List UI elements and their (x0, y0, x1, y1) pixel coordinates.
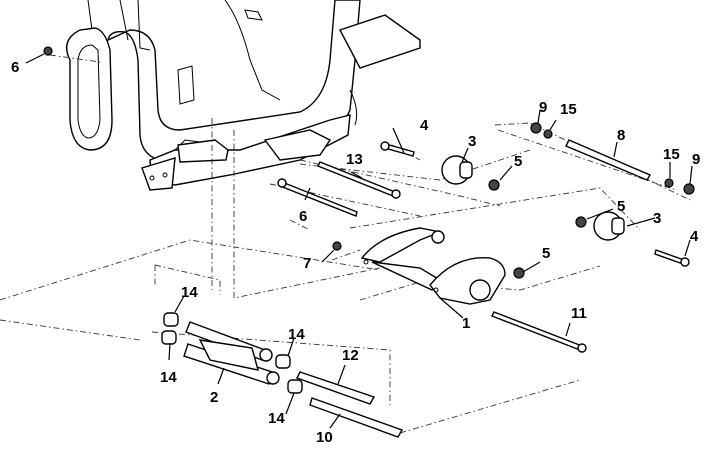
callout-6: 6 (299, 208, 307, 225)
bushing-3-lower (593, 211, 625, 241)
nut-5-lower (513, 267, 525, 279)
callout-5: 5 (542, 245, 550, 262)
callout-8: 8 (617, 127, 625, 144)
bolt-6 (277, 178, 358, 217)
axle-support-2 (183, 321, 280, 385)
nut-9-right (683, 183, 695, 195)
callout-14: 14 (288, 326, 305, 343)
callout-4: 4 (420, 117, 429, 134)
washer-15-left (543, 129, 553, 139)
callout-14: 14 (160, 369, 177, 386)
callout-1: 1 (462, 315, 470, 332)
bolt-4-upper (380, 141, 415, 157)
callout-10: 10 (316, 429, 333, 446)
callout-3: 3 (468, 133, 476, 150)
pin-12 (296, 371, 376, 405)
leader-lines (25, 53, 693, 429)
callout-7: 6 (11, 59, 19, 76)
callout-5: 5 (514, 153, 522, 170)
parts (43, 46, 695, 438)
callout-15: 15 (663, 146, 680, 163)
pivot-bracket-1 (360, 227, 506, 305)
shaft-8 (565, 139, 652, 181)
callout-7: 7 (303, 255, 311, 272)
callout-14: 14 (181, 284, 198, 301)
callout-4: 4 (690, 228, 699, 245)
bolt-11 (491, 311, 587, 353)
callout-2: 2 (210, 389, 218, 406)
nut-9-left (530, 122, 542, 134)
callout-14: 14 (268, 410, 285, 427)
callouts: 6 4 13 3 5 6 9 15 8 15 9 5 3 4 7 5 1 11 … (11, 59, 700, 446)
callout-9: 9 (692, 151, 700, 168)
bushing-14-b (161, 330, 177, 345)
callout-9: 9 (539, 99, 547, 116)
bushing-3-upper (441, 155, 473, 185)
bolt-13 (317, 161, 401, 199)
nut-5-mid (575, 216, 587, 228)
bushing-14-d (287, 379, 303, 394)
pin-10 (309, 397, 404, 438)
callout-13: 13 (346, 151, 363, 168)
frame (66, 0, 421, 191)
washer-15-right (664, 178, 674, 188)
nut-7-top (43, 46, 53, 56)
callout-11: 11 (571, 305, 587, 322)
bushing-14-a (163, 312, 179, 327)
nut-5-upper (488, 179, 500, 191)
bolt-4-lower (654, 249, 690, 267)
callout-3: 3 (653, 210, 661, 227)
nut-7-mid (332, 241, 342, 251)
callout-5: 5 (617, 198, 625, 215)
bushing-14-c (275, 354, 291, 369)
callout-15: 15 (560, 101, 577, 118)
callout-12: 12 (342, 347, 359, 364)
